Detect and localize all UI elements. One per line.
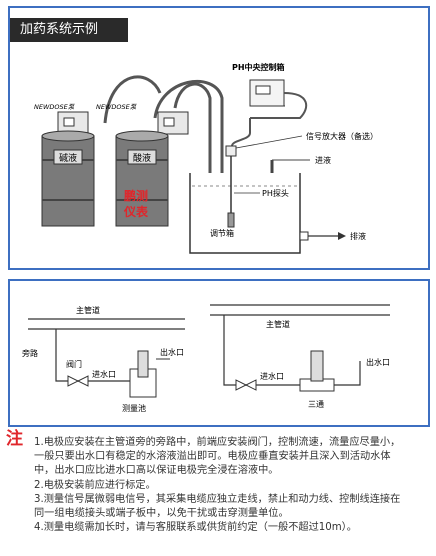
valve-label: 阀门 (66, 359, 82, 369)
drum-acid-top (115, 130, 169, 142)
note-text: 2.电极安装前应进行标定。 (34, 479, 156, 491)
outlet-valve (299, 231, 309, 241)
note-text: 一般只要出水口有稳定的水溶液溢出即可。电极应垂直安装并且深入到活动水体 (34, 451, 391, 463)
inlet-label: 进液 (315, 155, 331, 165)
note-mark: 注 (6, 429, 23, 449)
outlet-right-label: 出水口 (366, 357, 390, 367)
valve-right-b (244, 379, 257, 391)
signal-cable (250, 92, 308, 119)
probe-label: PH探头 (262, 188, 289, 198)
bypass-label: 旁路 (22, 348, 38, 358)
drum-alkali-top (41, 130, 95, 142)
hose-right (173, 82, 212, 173)
tank-label: 调节箱 (210, 228, 234, 238)
regulating-tank (189, 173, 301, 254)
note-text: 3.测量信号属微弱电信号，其采集电缆应独立走线，禁止和动力线、控制线连接在 (34, 493, 401, 505)
inlet-right-label: 进水口 (260, 371, 284, 381)
drum-alkali-label: 碱液 (59, 152, 77, 164)
outlet-label: 排液 (350, 231, 366, 241)
amplifier-label: 信号放大器（备选） (306, 131, 378, 141)
stamp-line-1: 鹏测 (124, 188, 148, 203)
pump-left-panel (63, 117, 75, 127)
hose-middle (153, 79, 224, 173)
dosing-system-panel: NEWDOSE泵 NEWDOSE泵 碱液 酸液 鹏测 仪表 PH中央控制箱 (8, 6, 430, 270)
note-text: 1.电极应安装在主管道旁的旁路中，前端应安装阀门，控制流速，流量应尽量小， (34, 437, 401, 448)
drum-alkali-label-box (53, 149, 83, 165)
note-line: 4.测量电缆需加长时，请与客服联系或供货前约定（一般不超过10m）。 (6, 521, 432, 535)
inlet-label: 进水口 (92, 369, 116, 379)
outlet-left-label: 出水口 (160, 347, 184, 357)
note-text: 同一组电缆接头或端子板中，以免干扰或击穿测量单位。 (34, 508, 289, 520)
note-line: 3.测量信号属微弱电信号，其采集电缆应独立走线，禁止和动力线、控制线连接在 (6, 493, 432, 507)
note-line: 一般只要出水口有稳定的水溶液溢出即可。电极应垂直安装并且深入到活动水体 (6, 450, 432, 464)
dosing-system-diagram: NEWDOSE泵 NEWDOSE泵 碱液 酸液 鹏测 仪表 PH中央控制箱 (34, 62, 378, 254)
pump-right-panel (163, 117, 175, 127)
outlet-arrow (338, 232, 346, 240)
valve-right (76, 375, 89, 387)
installation-notes: 注 1.电极应安装在主管道旁的旁路中，前端应安装阀门，控制流速，流量应尽量小， … (6, 430, 432, 535)
note-line: 注 1.电极应安装在主管道旁的旁路中，前端应安装阀门，控制流速，流量应尽量小， (6, 430, 432, 450)
valve-right-a (235, 379, 248, 391)
electrode-install-diagram: 主管道 旁路 阀门 进水口 出水口 测量池 主管道 进水口 出水口 三通 (22, 304, 390, 413)
tee-label: 三通 (308, 399, 324, 409)
note-text: 中，出水口应比进水口高以保证电极完全浸在溶液中。 (34, 465, 279, 477)
note-text: 4.测量电缆需加长时，请与客服联系或供货前约定（一般不超过10m）。 (34, 522, 357, 534)
drum-acid-label-box (127, 149, 157, 165)
amplifier-leader (235, 135, 303, 149)
drum-acid-label: 酸液 (133, 152, 151, 164)
note-line: 中，出水口应比进水口高以保证电极完全浸在溶液中。 (6, 464, 432, 478)
pump-right-label: NEWDOSE泵 (96, 103, 138, 111)
note-line: 同一组电缆接头或端子板中，以免干扰或击穿测量单位。 (6, 507, 432, 521)
pool-label: 测量池 (122, 403, 146, 413)
signal-cable (231, 118, 251, 147)
signal-amplifier (225, 145, 237, 157)
hose-left (103, 75, 162, 124)
note-line: 2.电极安装前应进行标定。 (6, 479, 432, 493)
bypass-left (55, 329, 130, 382)
main-pipe-left-label: 主管道 (76, 305, 100, 315)
bypass-right (223, 315, 300, 386)
pump-left-label: NEWDOSE泵 (34, 103, 76, 111)
outlet-right-pipe (334, 361, 361, 386)
controller-label: PH中央控制箱 (232, 62, 285, 72)
page-title: 加药系统示例 (10, 18, 128, 42)
main-pipe-right-label: 主管道 (266, 319, 290, 329)
controller-display (255, 85, 271, 95)
stamp-line-2: 仪表 (123, 204, 149, 219)
electrode-right (310, 350, 324, 382)
electrode-install-panel: 主管道 旁路 阀门 进水口 出水口 测量池 主管道 进水口 出水口 三通 (8, 279, 430, 427)
drum-acid (115, 135, 169, 227)
ph-probe-tip (227, 212, 235, 228)
valve-left (67, 375, 80, 387)
electrode-left (137, 350, 149, 378)
